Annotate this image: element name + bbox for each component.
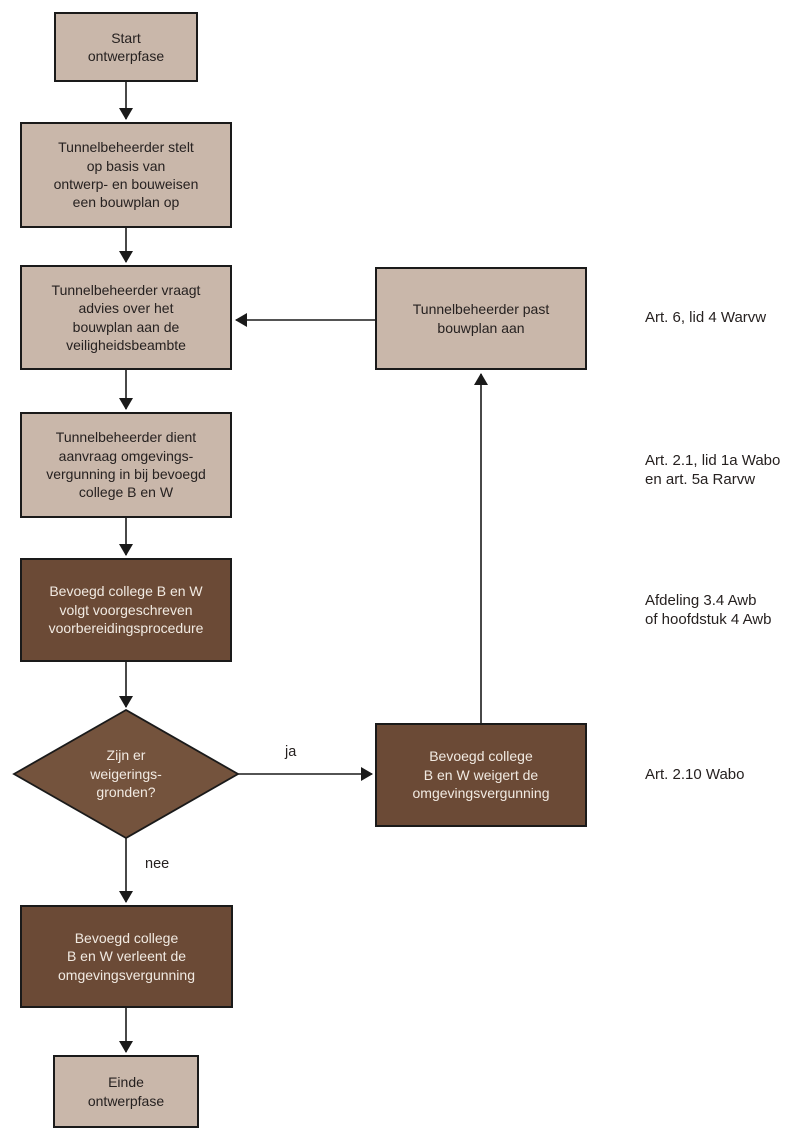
node-bouwplan-aanpassen: Tunnelbeheerder past bouwplan aan <box>375 267 587 370</box>
node-start-ontwerpfase: Start ontwerpfase <box>54 12 198 82</box>
node-einde-ontwerpfase: Einde ontwerpfase <box>53 1055 199 1128</box>
node-aanvraag-omgevingsvergunning: Tunnelbeheerder dient aanvraag omgevings… <box>20 412 232 518</box>
node-voorbereidingsprocedure: Bevoegd college B en W volgt voorgeschre… <box>20 558 232 662</box>
annotation-afdeling34-awb: Afdeling 3.4 Awb of hoofdstuk 4 Awb <box>645 592 772 628</box>
node-advies-veiligheidsbeambte: Tunnelbeheerder vraagt advies over het b… <box>20 265 232 370</box>
node-bouwplan-opstellen: Tunnelbeheerder stelt op basis van ontwe… <box>20 122 232 228</box>
edge-label-ja: ja <box>283 744 299 760</box>
annotation-art210-wabo: Art. 2.10 Wabo <box>645 766 745 783</box>
node-weigert-omgevingsvergunning: Bevoegd college B en W weigert de omgevi… <box>375 723 587 827</box>
node-verleent-omgevingsvergunning: Bevoegd college B en W verleent de omgev… <box>20 905 233 1008</box>
node-beslissing-weigeringsgronden: Zijn er weigerings- gronden? <box>90 747 162 801</box>
annotation-art21-wabo: Art. 2.1, lid 1a Wabo en art. 5a Rarvw <box>645 452 781 488</box>
edge-label-nee: nee <box>143 856 172 872</box>
annotation-art6-warvw: Art. 6, lid 4 Warvw <box>645 309 767 326</box>
decision-diamond-shape <box>12 708 240 840</box>
